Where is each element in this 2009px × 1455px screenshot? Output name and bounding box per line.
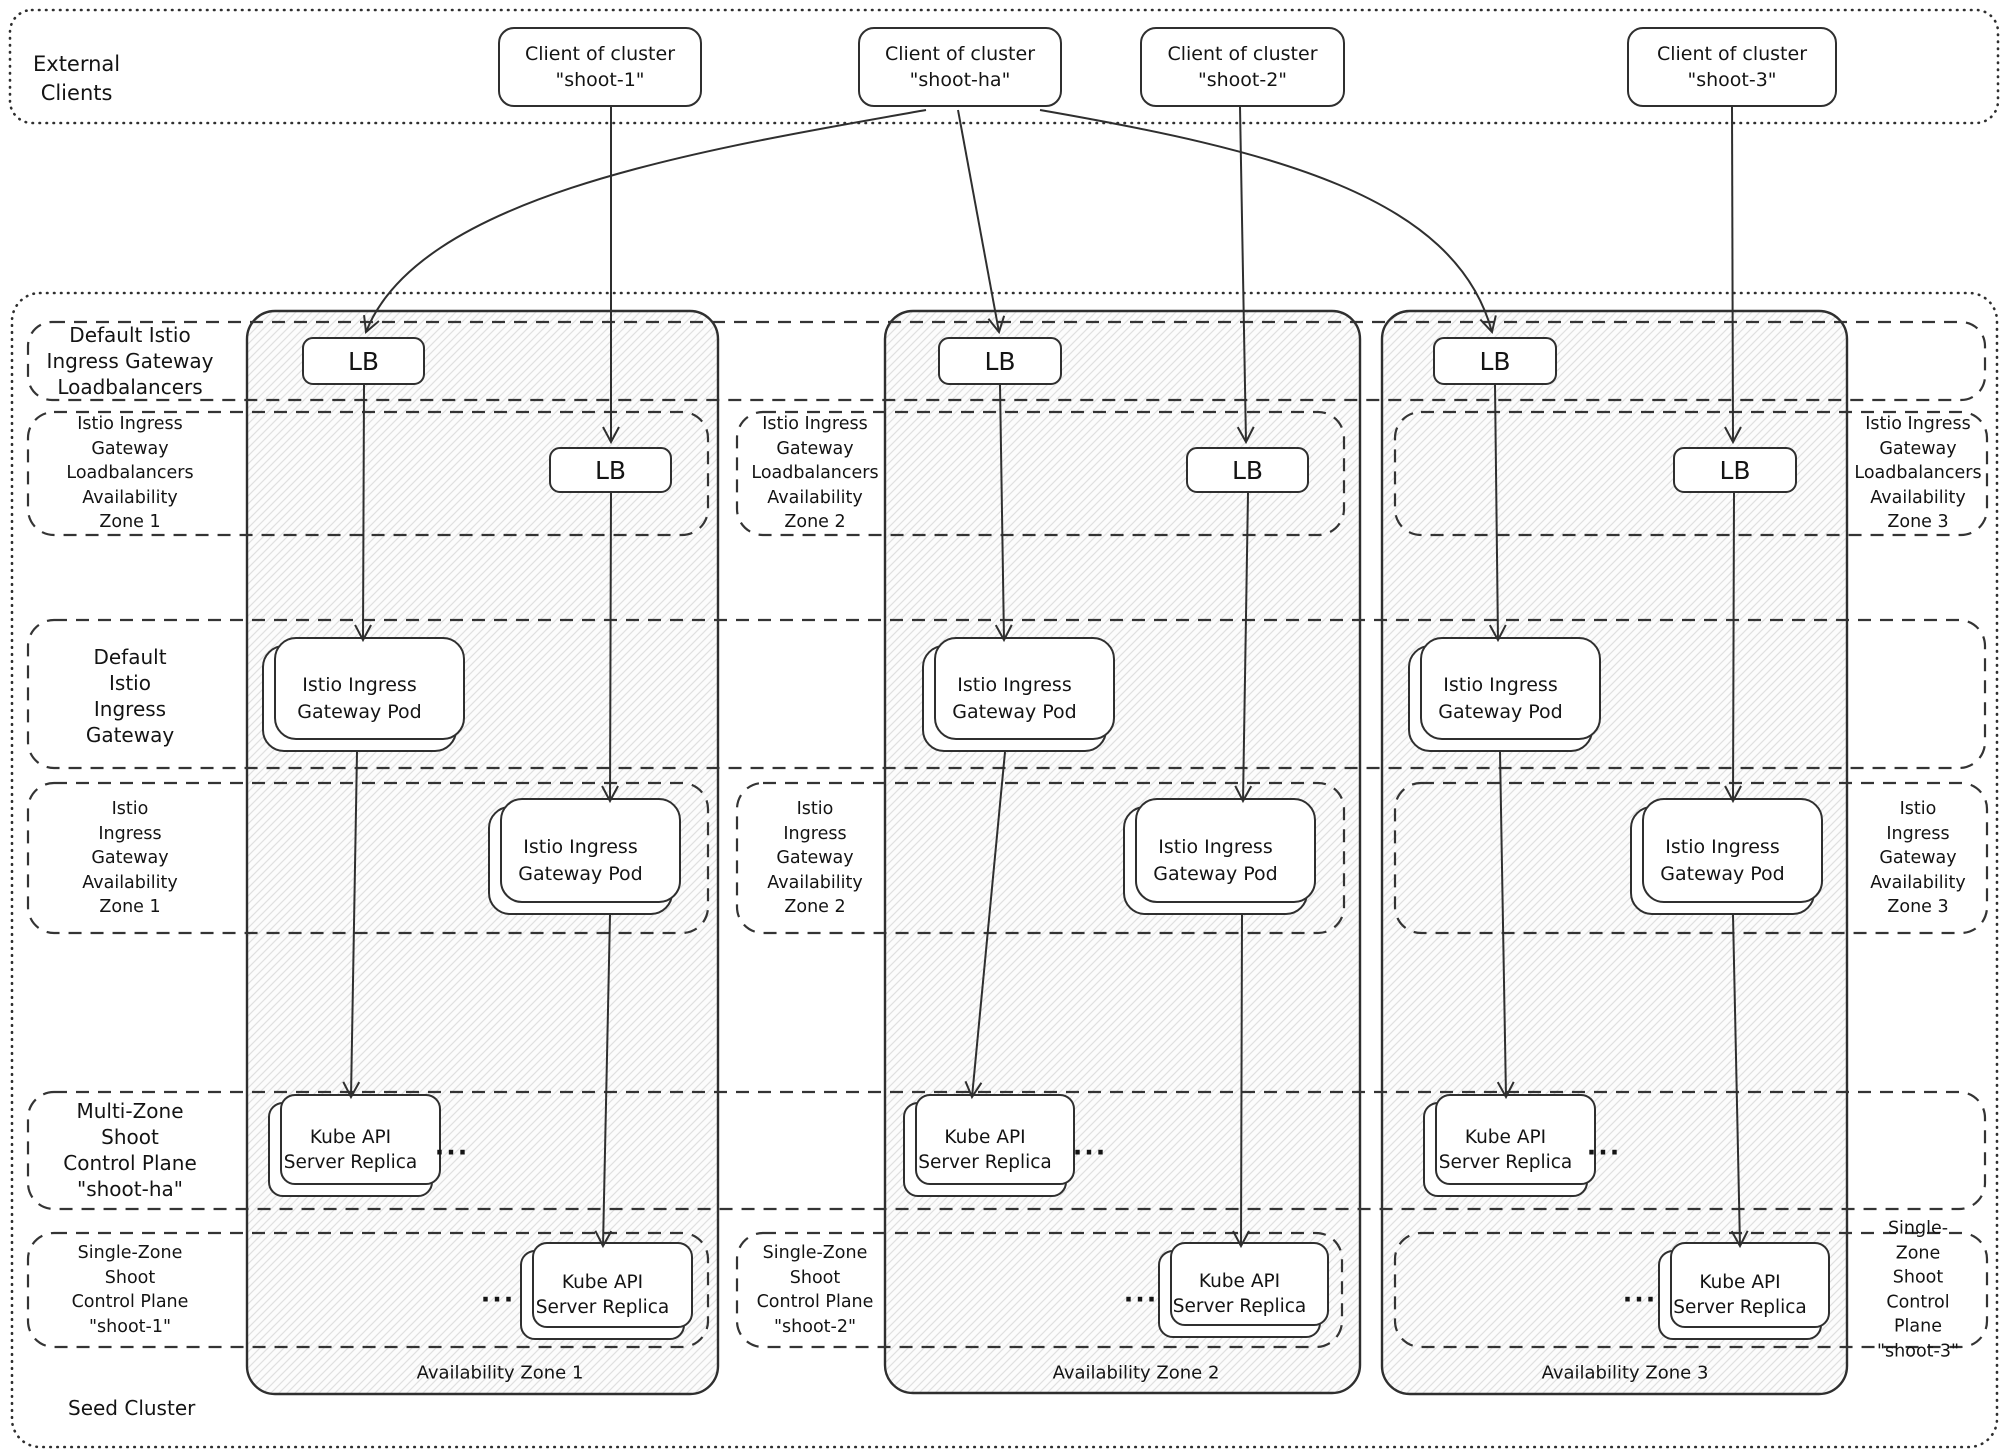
arrow-lb-to-pod-az3-default bbox=[1488, 384, 1507, 643]
more-replicas-ha-az3: ... bbox=[1586, 1131, 1622, 1161]
kube-api-replica-shoot3: Kube API Server Replica bbox=[1658, 1242, 1830, 1340]
arrow-pod-to-api-ha-az2 bbox=[964, 751, 1006, 1100]
client-shoot-ha-box: Client of cluster "shoot-ha" bbox=[858, 27, 1062, 107]
pod-label: Istio Ingress Gateway Pod bbox=[1153, 835, 1278, 885]
api-label: Kube API Server Replica bbox=[1172, 1271, 1307, 1317]
band-label-gw-az1: Istio Ingress Gateway Availability Zone … bbox=[82, 798, 178, 917]
client-shoot-3-box: Client of cluster "shoot-3" bbox=[1627, 27, 1837, 107]
band-label-single-cp-az1: Single-Zone Shoot Control Plane "shoot-1… bbox=[71, 1243, 189, 1337]
istio-gateway-pod-zonal-az3: Istio Ingress Gateway Pod bbox=[1630, 798, 1823, 915]
band-label-lb-az1: Istio Ingress Gateway Loadbalancers Avai… bbox=[66, 413, 194, 532]
seed-cluster-label: Seed Cluster bbox=[68, 1396, 196, 1420]
more-replicas-shoot2: ... bbox=[1123, 1278, 1159, 1308]
kube-api-replica-shoot2: Kube API Server Replica bbox=[1158, 1242, 1329, 1338]
arrow-shoot3-to-lb bbox=[1724, 106, 1742, 445]
more-replicas-ha-az1: ... bbox=[434, 1131, 470, 1161]
istio-gateway-pod-zonal-az2: Istio Ingress Gateway Pod bbox=[1123, 798, 1316, 915]
arrow-pod-to-api-ha-az1 bbox=[342, 751, 361, 1100]
arrow-lb-to-pod-az2-zonal bbox=[1234, 492, 1253, 804]
istio-gateway-pod-default-az2: Istio Ingress Gateway Pod bbox=[922, 637, 1115, 752]
more-replicas-ha-az2: ... bbox=[1072, 1131, 1108, 1161]
kube-api-replica-shoot1: Kube API Server Replica bbox=[520, 1242, 693, 1340]
istio-gateway-pod-zonal-az1: Istio Ingress Gateway Pod bbox=[488, 798, 681, 915]
lb-label: LB bbox=[594, 455, 627, 485]
lb-label: LB bbox=[984, 346, 1016, 376]
band-label-lb-az3: Istio Ingress Gateway Loadbalancers Avai… bbox=[1854, 413, 1982, 532]
band-label-single-cp-az3: Single-Zone Shoot Control Plane "shoot-3… bbox=[1876, 1218, 1960, 1362]
availability-zone-2-label: Availability Zone 2 bbox=[1052, 1362, 1220, 1384]
kube-api-replica-ha-az3: Kube API Server Replica bbox=[1423, 1094, 1596, 1197]
arrow-pod-to-api-ha-az3 bbox=[1496, 751, 1515, 1100]
band-label-gw-az3: Istio Ingress Gateway Availability Zone … bbox=[1870, 798, 1966, 917]
lb-default-az3: LB bbox=[1433, 337, 1557, 385]
arrow-shootha-to-lb-az3 bbox=[1039, 109, 1497, 335]
api-label: Kube API Server Replica bbox=[283, 1126, 418, 1173]
pod-label: Istio Ingress Gateway Pod bbox=[952, 673, 1077, 723]
band-label-default-lb: Default Istio Ingress Gateway Loadbalanc… bbox=[46, 323, 214, 399]
band-label-single-cp-az2: Single-Zone Shoot Control Plane "shoot-2… bbox=[756, 1243, 874, 1337]
arrow-pod-to-api-shoot2 bbox=[1232, 914, 1250, 1249]
kube-api-replica-ha-az2: Kube API Server Replica bbox=[903, 1094, 1075, 1197]
api-label: Kube API Server Replica bbox=[1438, 1126, 1573, 1173]
client-shoot-2-label: Client of cluster "shoot-2" bbox=[1167, 43, 1318, 91]
lb-label: LB bbox=[1231, 455, 1264, 485]
client-shoot-ha-label: Client of cluster "shoot-ha" bbox=[884, 43, 1035, 91]
pod-label: Istio Ingress Gateway Pod bbox=[1660, 835, 1785, 885]
availability-zone-1-label: Availability Zone 1 bbox=[416, 1362, 584, 1384]
band-label-gw-az2: Istio Ingress Gateway Availability Zone … bbox=[767, 798, 863, 917]
lb-zonal-az2: LB bbox=[1186, 447, 1309, 493]
api-label: Kube API Server Replica bbox=[535, 1272, 670, 1318]
lb-label: LB bbox=[1479, 346, 1511, 376]
pod-label: Istio Ingress Gateway Pod bbox=[1438, 673, 1563, 723]
pod-label: Istio Ingress Gateway Pod bbox=[297, 673, 422, 723]
pod-label: Istio Ingress Gateway Pod bbox=[518, 835, 643, 885]
lb-default-az1: LB bbox=[302, 337, 425, 385]
more-replicas-shoot1: ... bbox=[480, 1278, 516, 1308]
lb-label: LB bbox=[347, 346, 380, 376]
arrow-shootha-to-lb-az1 bbox=[363, 109, 927, 334]
arrow-shoot2-to-lb bbox=[1236, 106, 1255, 445]
more-replicas-shoot3: ... bbox=[1622, 1278, 1658, 1308]
istio-gateway-pod-default-az3: Istio Ingress Gateway Pod bbox=[1408, 637, 1601, 752]
lb-label: LB bbox=[1719, 455, 1751, 485]
arrow-lb-to-pod-az1-default bbox=[354, 384, 372, 643]
client-shoot-1-label: Client of cluster "shoot-1" bbox=[524, 43, 675, 91]
external-clients-label: External Clients bbox=[33, 52, 121, 105]
availability-zone-3-label: Availability Zone 3 bbox=[1541, 1362, 1709, 1384]
api-label: Kube API Server Replica bbox=[918, 1126, 1052, 1173]
band-label-multi-cp: Multi-Zone Shoot Control Plane "shoot-ha… bbox=[63, 1099, 197, 1201]
band-label-lb-az2: Istio Ingress Gateway Loadbalancers Avai… bbox=[751, 413, 879, 532]
kube-api-replica-ha-az1: Kube API Server Replica bbox=[268, 1094, 441, 1197]
api-label: Kube API Server Replica bbox=[1673, 1272, 1807, 1318]
lb-default-az2: LB bbox=[938, 337, 1062, 385]
arrow-lb-to-pod-az2-default bbox=[994, 384, 1013, 643]
arrow-lb-to-pod-az1-zonal bbox=[601, 492, 619, 804]
arrow-shootha-to-lb-az2 bbox=[957, 109, 1006, 335]
client-shoot-2-box: Client of cluster "shoot-2" bbox=[1140, 27, 1345, 107]
client-shoot-1-box: Client of cluster "shoot-1" bbox=[498, 27, 702, 107]
istio-gateway-pod-default-az1: Istio Ingress Gateway Pod bbox=[262, 637, 465, 752]
lb-zonal-az1: LB bbox=[549, 447, 672, 493]
arrow-lb-to-pod-az3-zonal bbox=[1724, 492, 1742, 804]
band-label-default-gw: Default Istio Ingress Gateway bbox=[85, 645, 175, 747]
client-shoot-3-label: Client of cluster "shoot-3" bbox=[1656, 43, 1807, 91]
arrow-pod-to-api-shoot3 bbox=[1730, 914, 1749, 1249]
arrow-pod-to-api-shoot1 bbox=[594, 914, 613, 1249]
lb-zonal-az3: LB bbox=[1673, 447, 1797, 493]
